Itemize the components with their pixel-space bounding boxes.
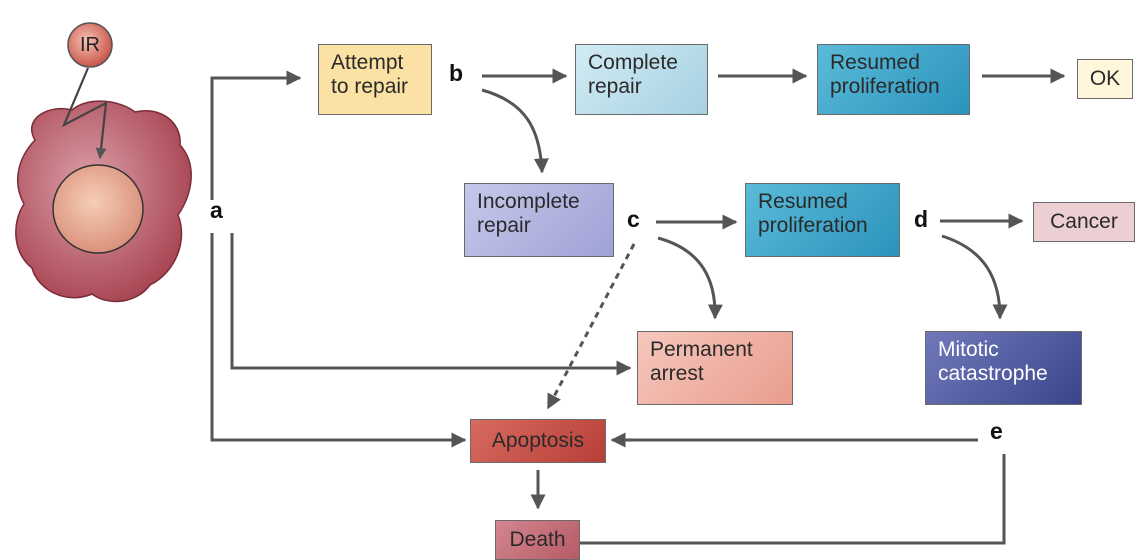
permanent-arrest-box: Permanent arrest — [637, 331, 793, 405]
branch-label-e: e — [990, 418, 1003, 444]
arrow-a-to-attempt-repair — [210, 70, 302, 200]
mitotic-catastrophe-box: Mitotic catastrophe — [925, 331, 1082, 405]
radiation-lightning-icon — [61, 67, 108, 160]
arrow-a-to-apoptosis — [210, 233, 467, 448]
branch-label-d: d — [914, 206, 929, 232]
arrow-c-to-apoptosis-dashed — [546, 243, 636, 410]
resumed-proliferation-box-1: Resumed proliferation — [817, 44, 970, 115]
arrow-b-to-incomplete-repair — [481, 88, 549, 174]
death-box: Death — [495, 520, 580, 560]
branch-label-b: b — [449, 60, 464, 86]
complete-repair-box: Complete repair — [575, 44, 708, 115]
attempt-repair-box: Attempt to repair — [318, 44, 432, 115]
incomplete-repair-box: Incomplete repair — [464, 183, 614, 257]
branch-label-a: a — [210, 197, 223, 223]
cell-nucleus — [52, 164, 144, 254]
branch-label-c: c — [627, 206, 640, 232]
arrow-e-to-death — [554, 454, 1006, 551]
cancer-box: Cancer — [1033, 202, 1135, 242]
resumed-proliferation-box-2: Resumed proliferation — [745, 183, 900, 257]
ir-label: IR — [80, 33, 100, 56]
ir-source-circle — [67, 22, 113, 68]
arrow-a-to-permanent-arrest — [230, 233, 632, 376]
arrow-c-to-permanent-arrest — [657, 236, 723, 320]
ok-box: OK — [1077, 59, 1133, 99]
arrow-d-to-mitotic-catastrophe — [941, 234, 1008, 320]
apoptosis-box: Apoptosis — [470, 419, 606, 463]
